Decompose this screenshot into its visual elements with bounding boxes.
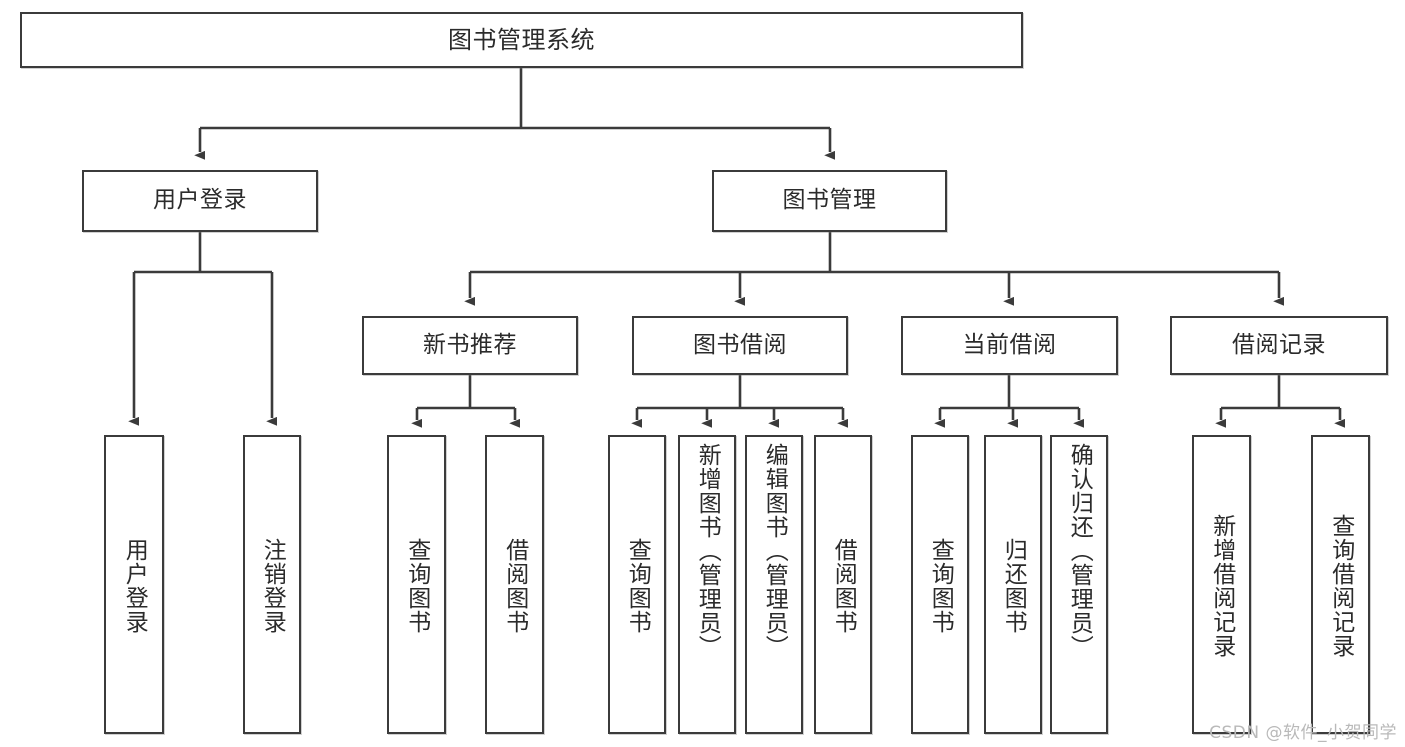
watermark-text: CSDN @软件_小贺同学 bbox=[1209, 723, 1397, 743]
node-label: 图书借阅 bbox=[693, 331, 787, 358]
node-book-management[interactable]: 图书管理 bbox=[712, 170, 947, 232]
node-label: 归还图书 bbox=[1000, 537, 1027, 634]
leaf-borrow-books-recommend[interactable]: 借阅图书 bbox=[485, 435, 544, 734]
leaf-query-books-recommend[interactable]: 查询图书 bbox=[387, 435, 446, 734]
node-label: 借阅记录 bbox=[1232, 331, 1326, 358]
leaf-confirm-return-admin[interactable]: 确认归还（管理员） bbox=[1050, 435, 1108, 734]
node-label: 查询图书 bbox=[624, 537, 651, 634]
node-label: 编辑图书（管理员） bbox=[761, 443, 788, 659]
node-new-book-recommend[interactable]: 新书推荐 bbox=[362, 316, 578, 375]
node-borrow-record[interactable]: 借阅记录 bbox=[1170, 316, 1388, 375]
leaf-add-book-admin[interactable]: 新增图书（管理员） bbox=[678, 435, 736, 734]
node-label: 借阅图书 bbox=[501, 537, 528, 634]
node-label: 查询图书 bbox=[403, 537, 430, 634]
leaf-add-borrow-record[interactable]: 新增借阅记录 bbox=[1192, 435, 1251, 734]
node-label: 注销登录 bbox=[259, 537, 286, 634]
node-label: 用户登录 bbox=[153, 187, 247, 214]
node-label: 图书管理系统 bbox=[448, 25, 595, 54]
node-label: 新书推荐 bbox=[423, 331, 517, 358]
leaf-edit-book-admin[interactable]: 编辑图书（管理员） bbox=[745, 435, 803, 734]
node-label: 当前借阅 bbox=[962, 331, 1057, 358]
node-label: 用户登录 bbox=[121, 537, 148, 634]
leaf-return-book[interactable]: 归还图书 bbox=[984, 435, 1042, 734]
node-current-borrow[interactable]: 当前借阅 bbox=[901, 316, 1118, 375]
leaf-query-borrow-record[interactable]: 查询借阅记录 bbox=[1311, 435, 1370, 734]
leaf-query-books-current[interactable]: 查询图书 bbox=[911, 435, 969, 734]
node-book-borrow[interactable]: 图书借阅 bbox=[632, 316, 848, 375]
node-label: 新增图书（管理员） bbox=[694, 443, 721, 659]
node-label: 借阅图书 bbox=[830, 537, 857, 634]
node-label: 查询借阅记录 bbox=[1327, 513, 1354, 658]
node-root-system[interactable]: 图书管理系统 bbox=[20, 12, 1023, 68]
node-user-login[interactable]: 用户登录 bbox=[82, 170, 318, 232]
leaf-user-login[interactable]: 用户登录 bbox=[104, 435, 164, 734]
leaf-logout[interactable]: 注销登录 bbox=[243, 435, 301, 734]
node-label: 新增借阅记录 bbox=[1208, 513, 1235, 658]
node-label: 确认归还（管理员） bbox=[1066, 443, 1093, 659]
leaf-borrow-books-borrow[interactable]: 借阅图书 bbox=[814, 435, 872, 734]
node-label: 图书管理 bbox=[782, 187, 877, 214]
leaf-query-books-borrow[interactable]: 查询图书 bbox=[608, 435, 666, 734]
node-label: 查询图书 bbox=[927, 537, 954, 634]
